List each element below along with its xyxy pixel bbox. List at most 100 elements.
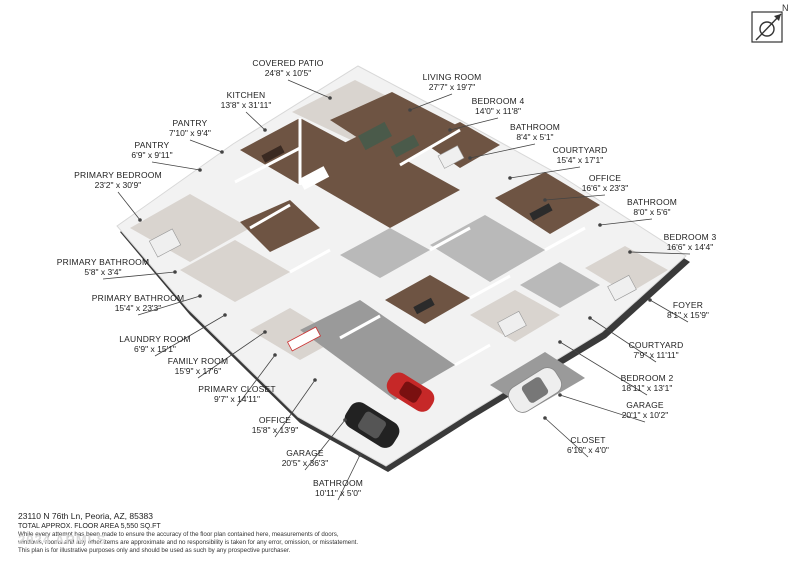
furniture <box>148 121 637 352</box>
room-dimensions: 15'8" x 13'9" <box>251 425 299 435</box>
leader-dot <box>358 453 362 457</box>
leader-line <box>236 354 276 407</box>
plan-footer: 23110 N 76th Ln, Peoria, AZ, 85383 TOTAL… <box>18 511 438 555</box>
black-car-icon <box>344 402 400 448</box>
room-dimensions: 15'4" x 23'3" <box>114 303 162 313</box>
leader-line <box>409 93 453 111</box>
bedroom-4-bed <box>437 145 465 169</box>
leader-dot <box>628 250 632 254</box>
room-name: OFFICE <box>258 415 292 425</box>
room-dimensions: 20'5" x 36'3" <box>281 458 329 468</box>
leader-line <box>509 166 581 179</box>
leader-line <box>629 251 691 255</box>
room-name: LIVING ROOM <box>422 72 482 82</box>
leader-dot <box>273 353 277 357</box>
leader-dot <box>263 330 267 334</box>
room-name: OFFICE <box>588 173 622 183</box>
room-dimensions: 8'4" x 5'1" <box>516 132 554 142</box>
primary-bathroom-floor <box>180 240 290 302</box>
office-south-floor <box>385 275 470 324</box>
room-dimensions: 27'7" x 19'7" <box>428 82 476 92</box>
room-dimensions: 14'0" x 11'8" <box>475 106 521 116</box>
leader-dot <box>198 294 202 298</box>
disclaimer-line: windows, rooms and any other items are a… <box>18 539 359 546</box>
leader-line <box>102 271 176 280</box>
room-name: BATHROOM <box>626 197 678 207</box>
leader-dot <box>648 298 652 302</box>
room-dimensions: 8'1" x 15'9" <box>667 310 709 320</box>
leader-dot <box>558 393 562 397</box>
bedroom-3-bed <box>607 274 637 302</box>
room-name: BATHROOM <box>509 122 561 132</box>
leader-dot <box>328 96 332 100</box>
hall-curve-floor <box>240 200 320 252</box>
leader-dot <box>558 340 562 344</box>
leader-line <box>544 194 606 201</box>
room-dimensions: 15'9" x 17'6" <box>174 366 222 376</box>
primary-bed <box>148 228 182 258</box>
leader-dot <box>343 418 347 422</box>
room-dimensions: 6'9" x 9'11" <box>131 150 173 160</box>
room-name: CLOSET <box>570 435 606 445</box>
living-sofa <box>358 121 392 151</box>
room-name: PRIMARY CLOSET <box>198 384 276 394</box>
leader-line <box>245 111 266 131</box>
room-name: PRIMARY BATHROOM <box>91 293 185 303</box>
leader-dot <box>543 198 547 202</box>
room-dimensions: 9'7" x 14'11" <box>214 394 260 404</box>
living-sofa-2 <box>390 134 420 158</box>
room-dimensions: 10'11" x 5'0" <box>315 488 361 498</box>
room-name: FOYER <box>672 300 704 310</box>
leader-line <box>117 191 141 221</box>
room-name: GARAGE <box>286 448 324 458</box>
room-name: BATHROOM <box>312 478 364 488</box>
leader-dot <box>220 150 224 154</box>
room-name: BEDROOM 2 <box>620 373 674 383</box>
courtyard-2-floor <box>520 262 600 308</box>
room-name: PRIMARY BEDROOM <box>74 170 162 180</box>
room-name: BEDROOM 4 <box>471 96 525 106</box>
property-address: 23110 N 76th Ln, Peoria, AZ, 85383 <box>18 511 153 521</box>
room-name: LAUNDRY ROOM <box>119 334 191 344</box>
courtyard-1-floor <box>430 215 545 282</box>
leader-lines <box>102 79 691 501</box>
leader-dot <box>198 168 202 172</box>
leader-line <box>189 139 223 153</box>
room-dimensions: 16'6" x 23'3" <box>581 183 629 193</box>
room-dimensions: 7'10" x 9'4" <box>169 128 211 138</box>
room-dimensions: 8'0" x 5'6" <box>633 207 671 217</box>
leader-dot <box>468 156 472 160</box>
cars <box>344 367 562 448</box>
room-dimensions: 6'9" x 15'1" <box>134 344 176 354</box>
leader-line <box>469 143 536 159</box>
watermark: 2024 ARMLS <box>18 532 107 547</box>
room-name: FAMILY ROOM <box>167 356 229 366</box>
leader-line <box>544 417 589 458</box>
room-dimensions: 18'11" x 13'1" <box>621 383 673 393</box>
leader-line <box>287 79 331 99</box>
compass-north-label: N <box>782 3 789 13</box>
leader-line <box>449 117 499 131</box>
leader-dot <box>588 316 592 320</box>
leader-line <box>154 314 226 357</box>
room-name: COVERED PATIO <box>252 58 324 68</box>
room-dimensions: 7'9" x 11'11" <box>633 350 679 360</box>
room-name: COURTYARD <box>552 145 608 155</box>
room-dimensions: 16'6" x 14'4" <box>666 242 714 252</box>
leader-dot <box>173 270 177 274</box>
